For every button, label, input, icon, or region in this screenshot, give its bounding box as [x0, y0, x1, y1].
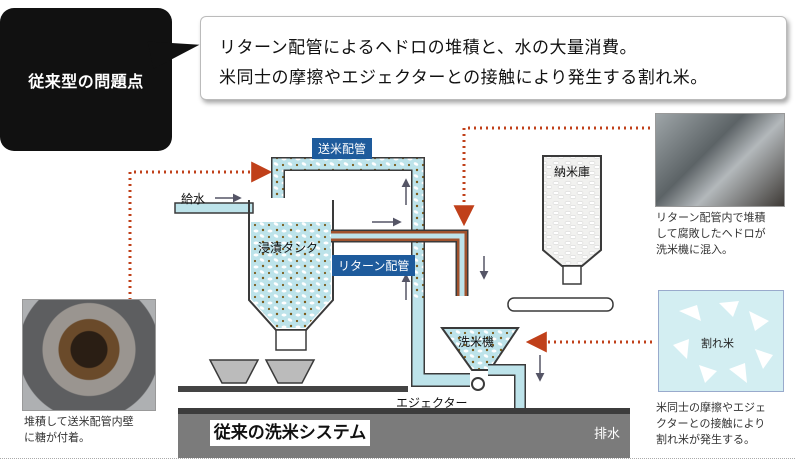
callout-line-2: 米同士の摩擦やエジェクターとの接触により発生する割れ米。 — [219, 68, 708, 88]
caption-right-bottom-line-2: クターとの接触により — [656, 417, 766, 430]
rice-storage-label: 納米庫 — [554, 165, 591, 179]
dotted-arrow-left — [128, 161, 273, 300]
caption-right-bottom-line-3: 割れ米が発生する。 — [656, 433, 755, 446]
drain-label: 排水 — [594, 427, 621, 442]
caption-right-bottom: 米同士の摩擦やエジェ クターとの接触により 割れ米が発生する。 — [656, 400, 766, 448]
rice-feed-pipe-label: 送米配管 — [312, 138, 373, 159]
water-supply-pipe — [174, 202, 254, 214]
return-pipe-label: リターン配管 — [332, 255, 416, 276]
ejector-label: エジェクター — [396, 396, 468, 410]
broken-rice-photo: 割れ米 — [658, 290, 784, 392]
caption-right-top-line-3: 洗米機に混入。 — [656, 243, 733, 256]
problem-label-text: 従来型の問題点 — [28, 72, 144, 91]
rice-storage — [542, 155, 602, 267]
soak-tank-outlet — [275, 329, 307, 351]
caption-right-bottom-line-1: 米同士の摩擦やエジェ — [656, 401, 766, 414]
pipe-interior-photo — [22, 299, 156, 411]
caption-right-top-line-2: して腐敗したヘドロが — [656, 227, 766, 240]
problem-callout: リターン配管によるヘドロの堆積と、水の大量消費。 米同士の摩擦やエジェクターとの… — [200, 16, 787, 100]
soak-tank-label: 浸漬タンク — [258, 241, 319, 255]
caption-left-line-1: 堆積して送米配管内壁 — [24, 415, 134, 428]
conveyor — [507, 297, 614, 312]
water-supply-label: 給水 — [181, 192, 206, 206]
floor-line — [178, 386, 408, 392]
caption-left: 堆積して送米配管内壁 に糖が付着。 — [24, 414, 134, 446]
rice-storage-outlet — [562, 265, 582, 285]
sludge-pipe-photo — [655, 113, 785, 207]
broken-rice-photo-label: 割れ米 — [701, 337, 734, 350]
problem-label-box: 従来型の問題点 — [0, 8, 172, 151]
hopper-right — [264, 359, 316, 384]
caption-left-line-2: に糖が付着。 — [24, 431, 90, 444]
dotted-arrow-top — [453, 126, 650, 227]
rice-washer-label: 洗米機 — [458, 335, 495, 349]
bottom-divider — [0, 458, 795, 459]
caption-right-top-line-1: リターン配管内で堆積 — [656, 211, 766, 224]
hopper-left — [208, 359, 260, 384]
broken-rice-grains — [673, 301, 773, 383]
soak-tank-content — [251, 222, 331, 328]
caption-right-top: リターン配管内で堆積 して腐敗したヘドロが 洗米機に混入。 — [656, 210, 766, 258]
callout-line-1: リターン配管によるヘドロの堆積と、水の大量消費。 — [219, 38, 637, 58]
system-title: 従来の洗米システム — [210, 420, 370, 446]
ejector-icon — [471, 377, 485, 391]
